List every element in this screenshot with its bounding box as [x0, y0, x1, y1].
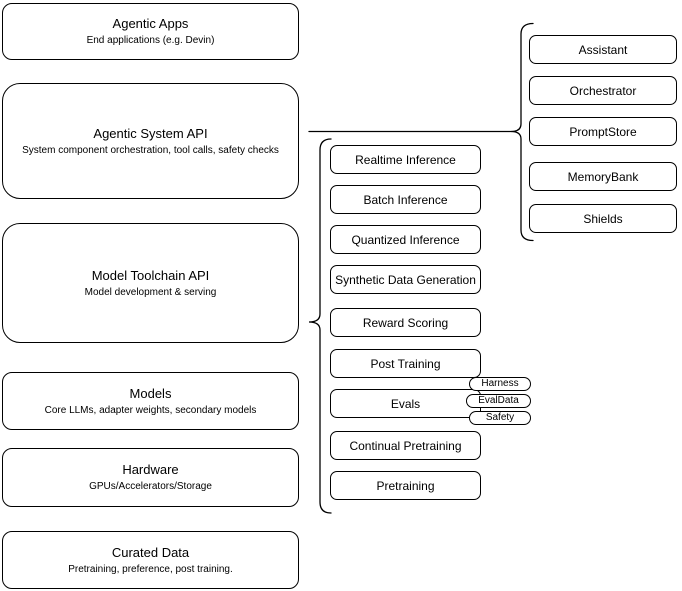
component-synthetic-data-generation: Synthetic Data Generation: [330, 265, 481, 294]
layer-subtitle: Model development & serving: [84, 286, 217, 298]
eval-tag-safety: Safety: [469, 411, 531, 425]
layer-title: Agentic System API: [93, 125, 208, 141]
layer-title: Model Toolchain API: [91, 267, 210, 283]
eval-tag-evaldata: EvalData: [466, 394, 531, 408]
toolchain-group-brace: [308, 138, 332, 514]
layer-model-toolchain-api: Model Toolchain API Model development & …: [2, 223, 299, 343]
layer-agentic-system-api: Agentic System API System component orch…: [2, 83, 299, 199]
component-evals: Evals: [330, 389, 481, 418]
layer-subtitle: End applications (e.g. Devin): [86, 35, 215, 46]
component-quantized-inference: Quantized Inference: [330, 225, 481, 254]
layer-agentic-apps: Agentic Apps End applications (e.g. Devi…: [2, 3, 299, 60]
layer-models: Models Core LLMs, adapter weights, secon…: [2, 372, 299, 430]
layer-subtitle: Core LLMs, adapter weights, secondary mo…: [44, 404, 257, 416]
layer-title: Hardware: [122, 462, 179, 477]
layer-curated-data: Curated Data Pretraining, preference, po…: [2, 531, 299, 589]
layer-subtitle: System component orchestration, tool cal…: [22, 144, 279, 156]
eval-tag-harness: Harness: [469, 377, 531, 391]
layer-title: Agentic Apps: [112, 16, 189, 31]
layer-hardware: Hardware GPUs/Accelerators/Storage: [2, 448, 299, 507]
component-shields: Shields: [529, 204, 677, 233]
component-post-training: Post Training: [330, 349, 481, 378]
component-reward-scoring: Reward Scoring: [330, 308, 481, 337]
layer-subtitle: GPUs/Accelerators/Storage: [89, 481, 212, 492]
layer-subtitle: Pretraining, preference, post training.: [68, 563, 233, 575]
component-orchestrator: Orchestrator: [529, 76, 677, 105]
component-memorybank: MemoryBank: [529, 162, 677, 191]
component-promptstore: PromptStore: [529, 117, 677, 146]
layer-title: Curated Data: [111, 544, 190, 560]
component-assistant: Assistant: [529, 35, 677, 64]
layer-title: Models: [129, 385, 172, 401]
component-realtime-inference: Realtime Inference: [330, 145, 481, 174]
component-pretraining: Pretraining: [330, 471, 481, 500]
system-group-brace: [510, 22, 534, 242]
component-batch-inference: Batch Inference: [330, 185, 481, 214]
component-continual-pretraining: Continual Pretraining: [330, 431, 481, 460]
